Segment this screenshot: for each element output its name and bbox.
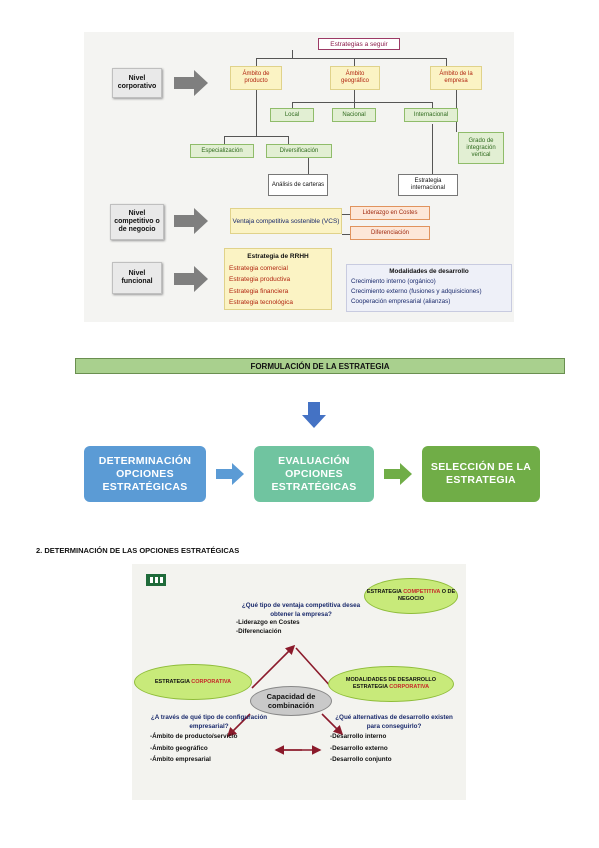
right-arrow-icon — [384, 463, 412, 485]
right-item: -Desarrollo interno — [330, 733, 387, 740]
strategy-levels-diagram: Estrategias a seguir Nivel corporativo N… — [84, 32, 514, 322]
ambito-empresa: Ámbito de la empresa — [430, 66, 482, 90]
right-item: -Desarrollo conjunto — [330, 756, 392, 763]
arrow-icon — [174, 266, 208, 292]
left-item: -Ámbito empresarial — [150, 756, 211, 763]
funcional-list: Estrategia de RRHH Estrategia comercial … — [224, 248, 332, 310]
modalidades-box: Modalidades de desarrollo Crecimiento in… — [346, 264, 512, 312]
modalidades-item: Crecimiento externo (fusiones y adquisic… — [351, 288, 482, 295]
funcional-item: Estrategia tecnológica — [229, 299, 293, 306]
left-item: -Ámbito geográfico — [150, 744, 208, 752]
right-arrow-icon — [216, 463, 244, 485]
funcional-item: Estrategia productiva — [229, 276, 291, 283]
arrow-icon — [174, 208, 208, 234]
modalidades-title: Modalidades de desarrollo — [389, 268, 469, 275]
right-question-box: ¿Qué alternativas de desarrollo existen … — [330, 714, 458, 765]
step-determinacion: DETERMINACIÓN OPCIONES ESTRATÉGICAS — [84, 446, 206, 502]
level-corporativo: Nivel corporativo — [112, 68, 162, 98]
cloud-text: ESTRATEGIA — [366, 589, 404, 595]
capacidad-combinacion: Capacidad de combinación — [250, 686, 332, 716]
level-funcional: Nivel funcional — [112, 262, 162, 294]
cloud-text: ESTRATEGIA — [154, 678, 192, 685]
geo-internacional: Internacional — [404, 108, 458, 122]
cloud-competitiva: ESTRATEGIA COMPETITIVA O DE NEGOCIO — [364, 578, 458, 614]
geo-local: Local — [270, 108, 314, 122]
cloud-highlight: COMPETITIVA — [403, 589, 441, 595]
analisis-carteras: Análisis de carteras — [268, 174, 328, 196]
step-evaluacion: EVALUACIÓN OPCIONES ESTRATÉGICAS — [254, 446, 374, 502]
cloud-text: O DE NEGOCIO — [398, 589, 456, 602]
connector-arrows — [226, 644, 355, 755]
cloud-highlight: CORPORATIVA — [191, 678, 232, 685]
left-question-box: ¿A través de qué tipo de configuración e… — [150, 714, 268, 765]
step-seleccion: SELECCIÓN DE LA ESTRATEGIA — [422, 446, 540, 502]
section-heading: 2. DETERMINACIÓN DE LAS OPCIONES ESTRATÉ… — [36, 546, 240, 555]
funcional-item: Estrategia comercial — [229, 264, 288, 272]
root-box: Estrategias a seguir — [318, 38, 400, 50]
funcional-item: Estrategia de RRHH — [247, 253, 309, 260]
level-competitivo: Nivel competitivo o de negocio — [110, 204, 164, 240]
modalidades-item: Cooperación empresarial (alianzas) — [351, 298, 451, 305]
top-question: ¿Qué tipo de ventaja competitiva desea o… — [241, 602, 361, 618]
left-question: ¿A través de qué tipo de configuración e… — [150, 714, 268, 730]
diferenciacion: Diferenciación — [350, 226, 430, 240]
diversificacion: Diversificación — [266, 144, 332, 158]
cloud-text: ESTRATEGIA — [352, 684, 390, 690]
right-item: -Desarrollo externo — [330, 744, 388, 752]
grado-integracion: Grado de integración vertical — [458, 132, 504, 164]
arrow-icon — [174, 70, 208, 96]
cloud-corporativa: ESTRATEGIA CORPORATIVA — [134, 664, 252, 700]
top-item: -Diferenciación — [236, 627, 282, 635]
geo-nacional: Nacional — [332, 108, 376, 122]
funcional-item: Estrategia financiera — [229, 287, 289, 295]
liderazgo-costes: Liderazgo en Costes — [350, 206, 430, 220]
top-item: -Liderazgo en Costes — [236, 619, 300, 626]
ambito-producto: Ámbito de producto — [230, 66, 282, 90]
cloud-text: MODALIDADES DE DESARROLLO — [345, 677, 437, 683]
down-arrow-icon — [302, 402, 326, 428]
formulacion-banner: FORMULACIÓN DE LA ESTRATEGIA — [75, 358, 565, 374]
especializacion: Especialización — [190, 144, 254, 158]
estrategia-internacional: Estrategia internacional — [398, 174, 458, 196]
opciones-diagram: ESTRATEGIA COMPETITIVA O DE NEGOCIO ESTR… — [132, 564, 466, 800]
cloud-highlight: CORPORATIVA — [389, 684, 430, 690]
modalidades-item: Crecimiento interno (orgánico) — [351, 278, 436, 285]
left-item: -Ámbito de producto/servicio — [150, 733, 238, 740]
top-question-box: ¿Qué tipo de ventaja competitiva desea o… — [236, 602, 366, 636]
ambito-geografico: Ámbito geográfico — [330, 66, 380, 90]
ventaja-competitiva: Ventaja competitiva sostenible (VCS) — [230, 208, 342, 234]
right-question: ¿Qué alternativas de desarrollo existen … — [335, 714, 453, 730]
